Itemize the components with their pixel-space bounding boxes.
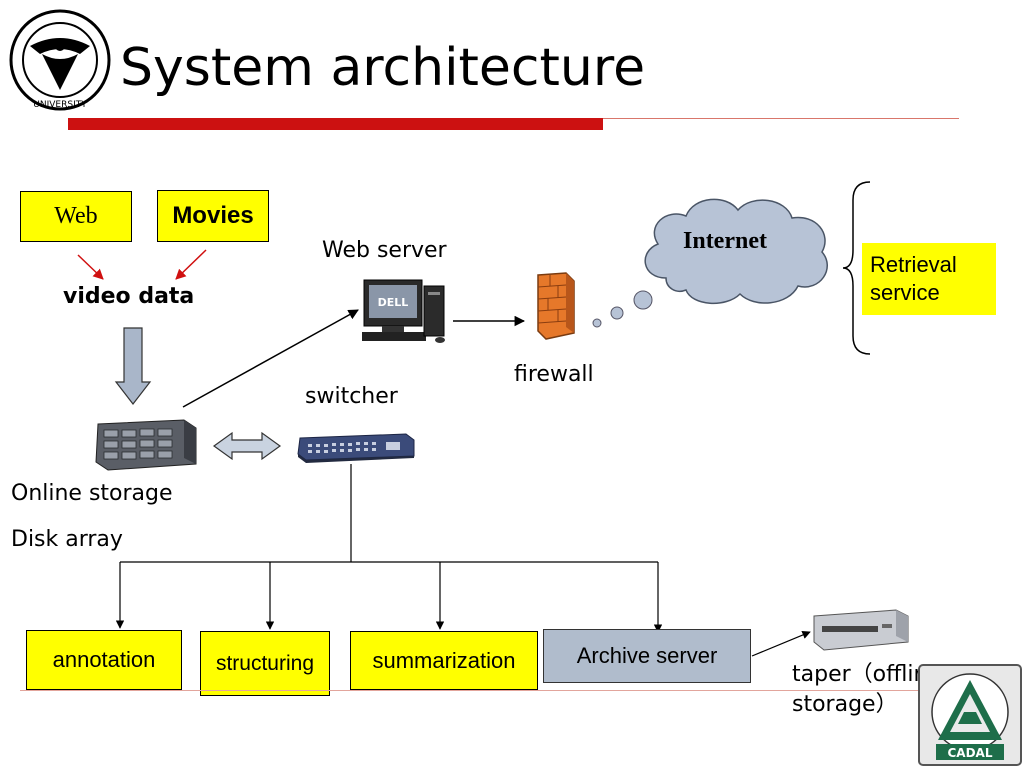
cadal-logo: CADAL: [918, 664, 1022, 766]
annotation-label: annotation: [52, 647, 156, 672]
structuring-label: structuring: [215, 651, 315, 675]
storage-to-webserver-arrow: [182, 309, 359, 408]
movies-source-label: Movies: [172, 202, 254, 229]
archive-server-label: Archive server: [576, 643, 718, 668]
svg-text:DELL: DELL: [378, 296, 409, 309]
web-source-label: Web: [54, 203, 98, 229]
archive-to-taper-arrow: [751, 631, 811, 657]
retrieval-brace: [842, 181, 871, 355]
web-server-label: Web server: [322, 238, 447, 263]
movies-source-box: Movies: [157, 190, 269, 242]
movies-to-video-arrow: [175, 249, 207, 280]
switcher-icon: [294, 430, 420, 466]
annotation-box: annotation: [26, 630, 182, 690]
archive-server-box: Archive server: [543, 629, 751, 683]
taper-label: taper（offline storage）: [792, 662, 941, 717]
summarization-label: summarization: [372, 647, 516, 673]
firewall-icon: [524, 271, 584, 341]
internet-cloud: Internet: [636, 190, 838, 310]
title-underline-bar: [68, 118, 603, 130]
firewall-label: firewall: [514, 362, 594, 387]
web-source-box: Web: [20, 191, 132, 242]
university-seal-logo: UNIVERSITY: [8, 8, 112, 112]
web-server-icon: DELL: [358, 276, 454, 346]
svg-text:UNIVERSITY: UNIVERSITY: [33, 100, 87, 110]
retrieval-service-box: Retrieval service: [862, 243, 996, 315]
title-underline-thin: [603, 118, 959, 119]
web-to-video-arrow: [77, 254, 104, 280]
svg-text:CADAL: CADAL: [948, 746, 993, 760]
video-data-label: video data: [63, 284, 195, 309]
summarization-box: summarization: [350, 631, 538, 690]
page-title: System architecture: [120, 38, 646, 98]
online-storage-label: Online storage: [11, 481, 173, 506]
storage-switcher-double-arrow: [212, 431, 282, 461]
switcher-label: switcher: [305, 384, 398, 409]
tape-drive-icon: [810, 606, 914, 654]
video-to-storage-arrow: [114, 327, 152, 405]
internet-label: Internet: [683, 228, 767, 254]
footer-divider: [20, 690, 960, 691]
structuring-box: structuring: [200, 631, 330, 696]
disk-array-label: Disk array: [11, 527, 123, 552]
disk-array-icon: [92, 414, 204, 472]
